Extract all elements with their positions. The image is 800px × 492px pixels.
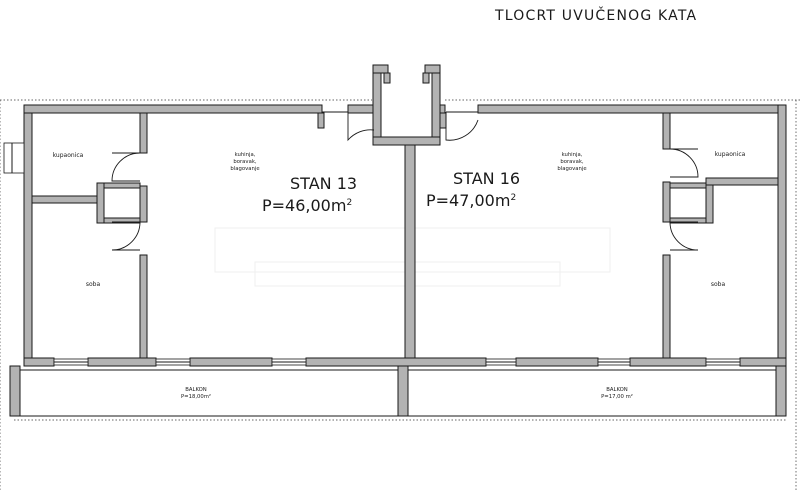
windows — [3, 142, 741, 366]
room-label-living-left-2: boravak, — [233, 159, 256, 165]
balcony-outlines — [19, 369, 777, 417]
room-label-living-left-1: kuhinja, — [235, 152, 256, 158]
balcony-area-left: P=18,00m² — [181, 393, 211, 400]
plan-title: TLOCRT UVUČENOG KATA — [494, 6, 697, 24]
balcony-area-right: P=17,00 m² — [601, 393, 633, 400]
room-label-living-right-2: boravak, — [560, 159, 583, 165]
balcony-label-left: BALKON — [185, 387, 207, 393]
site-boundary — [0, 99, 800, 492]
room-label-bathroom-right: kupaonica — [715, 151, 746, 158]
room-label-living-right-3: blagovanje — [557, 166, 586, 172]
room-label-living-right-1: kuhinja, — [562, 152, 583, 158]
unit-area-left-value: P=46,00m — [262, 196, 346, 215]
room-label-living-left-3: blagovanje — [230, 166, 259, 172]
unit-area-left-sup: 2 — [346, 198, 352, 208]
unit-area-right-sup: 2 — [510, 193, 516, 203]
unit-name-right: STAN 16 — [453, 169, 520, 188]
balcony-label-right: BALKON — [606, 387, 628, 393]
walls — [9, 64, 787, 417]
room-label-bedroom-right: soba — [711, 281, 726, 288]
doors — [111, 111, 699, 251]
room-label-bathroom-left: kupaonica — [53, 152, 84, 159]
unit-area-left: P=46,00m2 — [262, 196, 352, 215]
room-label-bedroom-left: soba — [86, 281, 101, 288]
unit-area-right: P=47,00m2 — [426, 191, 516, 210]
unit-name-left: STAN 13 — [290, 174, 357, 193]
unit-area-right-value: P=47,00m — [426, 191, 510, 210]
